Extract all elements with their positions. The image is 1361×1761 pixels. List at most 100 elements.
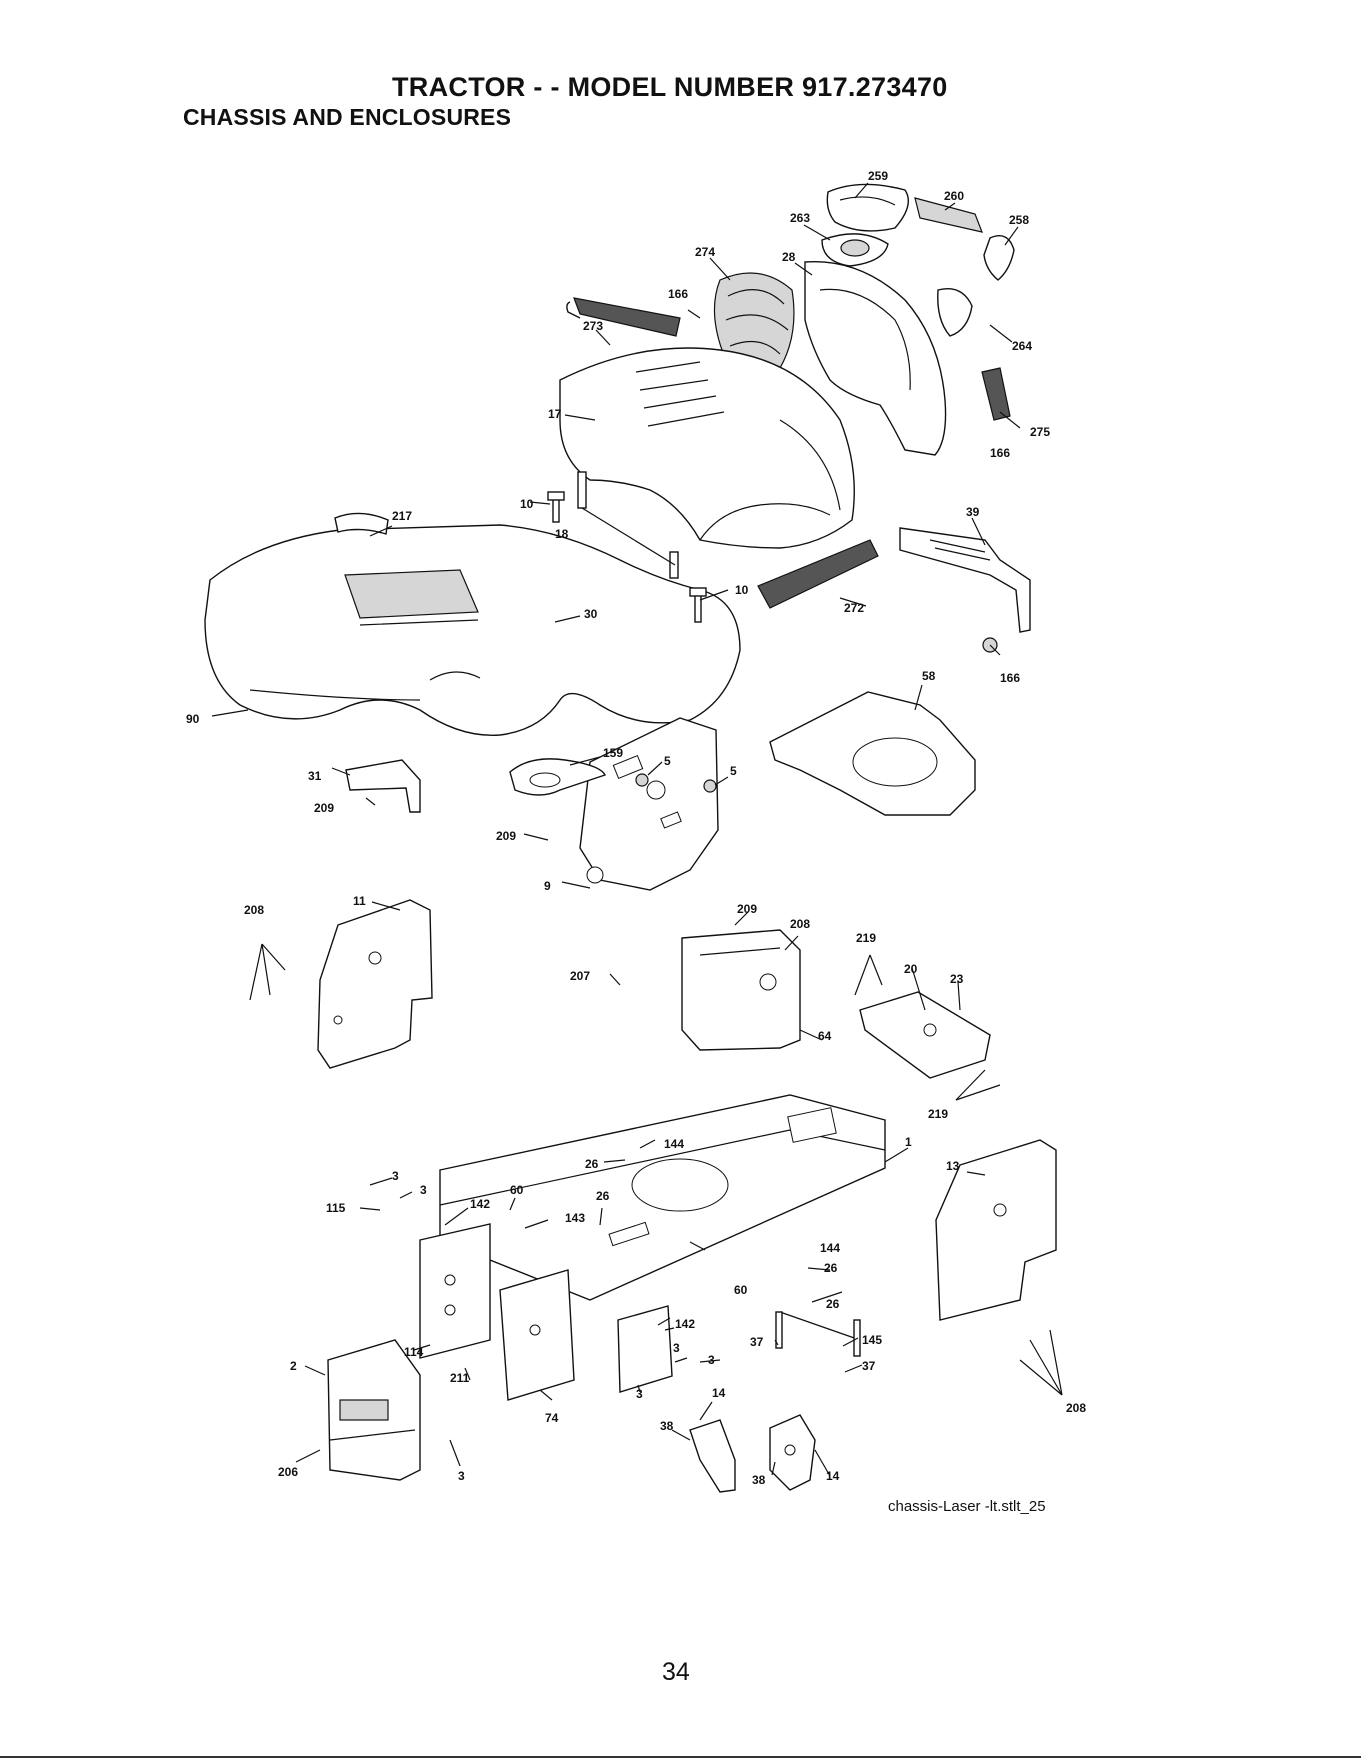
grille-274 xyxy=(713,272,795,378)
callout-274: 274 xyxy=(695,245,715,259)
callout-3-b: 3 xyxy=(420,1183,427,1197)
callout-259: 259 xyxy=(868,169,888,183)
leader-lines xyxy=(211,182,1063,1477)
callout-labels: 259 260 263 258 274 28 166 264 273 275 1… xyxy=(186,169,1086,1487)
callout-11: 11 xyxy=(353,894,366,908)
callout-273: 273 xyxy=(583,319,603,333)
callout-207: 207 xyxy=(570,969,590,983)
callout-60-a: 60 xyxy=(510,1183,524,1197)
callout-38-a: 38 xyxy=(660,1419,674,1433)
callout-209-a: 209 xyxy=(314,801,334,815)
callout-5-a: 5 xyxy=(664,754,671,768)
headlight-trim-260 xyxy=(914,197,983,233)
callout-159: 159 xyxy=(603,746,623,760)
callout-144-mid: 144 xyxy=(820,1241,840,1255)
callout-263: 263 xyxy=(790,211,810,225)
callout-26-d: 26 xyxy=(826,1297,840,1311)
callout-208-left: 208 xyxy=(244,903,264,917)
callout-211: 211 xyxy=(450,1371,470,1385)
callout-3-d: 3 xyxy=(708,1353,715,1367)
bottom-rule xyxy=(0,1756,1361,1758)
callout-2: 2 xyxy=(290,1359,297,1373)
nut-5-b xyxy=(703,779,717,793)
trim-272 xyxy=(757,539,879,609)
callout-64: 64 xyxy=(818,1029,832,1043)
plate-20 xyxy=(859,991,991,1079)
callout-260: 260 xyxy=(944,189,964,203)
callout-219-bottom: 219 xyxy=(928,1107,948,1121)
callout-13: 13 xyxy=(946,1159,960,1173)
callout-37-b: 37 xyxy=(862,1359,876,1373)
callout-30: 30 xyxy=(584,607,598,621)
hitch-plate-38 xyxy=(769,1414,816,1491)
callout-114: 114 xyxy=(404,1345,424,1359)
callout-166-mid: 166 xyxy=(1000,671,1020,685)
callout-219-top: 219 xyxy=(856,931,876,945)
callout-272: 272 xyxy=(844,601,864,615)
callout-144-top: 144 xyxy=(664,1137,684,1151)
callout-58: 58 xyxy=(922,669,936,683)
callout-10-right: 10 xyxy=(735,583,749,597)
hitch-bracket-38 xyxy=(689,1419,736,1493)
callout-17: 17 xyxy=(548,407,562,421)
callout-258: 258 xyxy=(1009,213,1029,227)
callout-5-b: 5 xyxy=(730,764,737,778)
callout-60-b: 60 xyxy=(734,1283,748,1297)
callout-28: 28 xyxy=(782,250,796,264)
hood-front-28 xyxy=(804,260,947,456)
light-housing-264 xyxy=(937,288,973,337)
callout-9: 9 xyxy=(544,879,551,893)
rod-145 xyxy=(775,1311,861,1357)
callout-26-c: 26 xyxy=(824,1261,838,1275)
bracket-31 xyxy=(345,759,421,813)
callout-208-right: 208 xyxy=(1066,1401,1086,1415)
dash-panel-9 xyxy=(579,717,719,891)
callout-10-left: 10 xyxy=(520,497,534,511)
callout-37-a: 37 xyxy=(750,1335,764,1349)
nut-5-a xyxy=(635,773,649,787)
callout-3-f: 3 xyxy=(458,1469,465,1483)
light-housing-263 xyxy=(821,233,889,267)
front-plate-inner xyxy=(499,1269,575,1401)
callout-145: 145 xyxy=(862,1333,882,1347)
callout-166-right: 166 xyxy=(990,446,1010,460)
front-plate-114 xyxy=(419,1223,491,1359)
section-title: CHASSIS AND ENCLOSURES xyxy=(183,104,512,130)
callout-142-b: 142 xyxy=(675,1317,695,1331)
callout-26-b: 26 xyxy=(596,1189,610,1203)
dash-support-64 xyxy=(681,929,801,1051)
side-grille-273 xyxy=(566,297,681,337)
strip-18-a xyxy=(577,471,587,509)
bracket-217 xyxy=(334,512,389,535)
callout-3-c: 3 xyxy=(673,1341,680,1355)
callout-1: 1 xyxy=(905,1135,912,1149)
callout-26-a: 26 xyxy=(585,1157,599,1171)
front-bumper-2 xyxy=(327,1339,421,1481)
callout-90: 90 xyxy=(186,712,200,726)
callout-206: 206 xyxy=(278,1465,298,1479)
callout-39: 39 xyxy=(966,505,980,519)
callout-209-c: 209 xyxy=(737,902,757,916)
cup-holder-159 xyxy=(509,758,606,796)
callout-18: 18 xyxy=(555,527,569,541)
callout-209-b: 209 xyxy=(496,829,516,843)
side-panel-11 xyxy=(317,899,433,1069)
callout-143: 143 xyxy=(565,1211,585,1225)
headlight-lens-259 xyxy=(826,183,909,232)
bolt-10-right xyxy=(689,587,707,623)
callout-14-a: 14 xyxy=(712,1386,726,1400)
page-title: TRACTOR - - MODEL NUMBER 917.273470 xyxy=(392,72,948,102)
callout-264: 264 xyxy=(1012,339,1032,353)
footrest-58 xyxy=(769,691,976,816)
callout-115: 115 xyxy=(326,1201,346,1215)
callout-20: 20 xyxy=(904,962,918,976)
callout-275: 275 xyxy=(1030,425,1050,439)
callout-142-a: 142 xyxy=(470,1197,490,1211)
callout-14-b: 14 xyxy=(826,1469,840,1483)
diagram-reference: chassis-Laser -lt.stlt_25 xyxy=(888,1498,1046,1515)
callout-208-mid: 208 xyxy=(790,917,810,931)
lamp-bracket-258 xyxy=(983,235,1015,281)
hood-17 xyxy=(559,347,855,549)
callout-166-top: 166 xyxy=(668,287,688,301)
